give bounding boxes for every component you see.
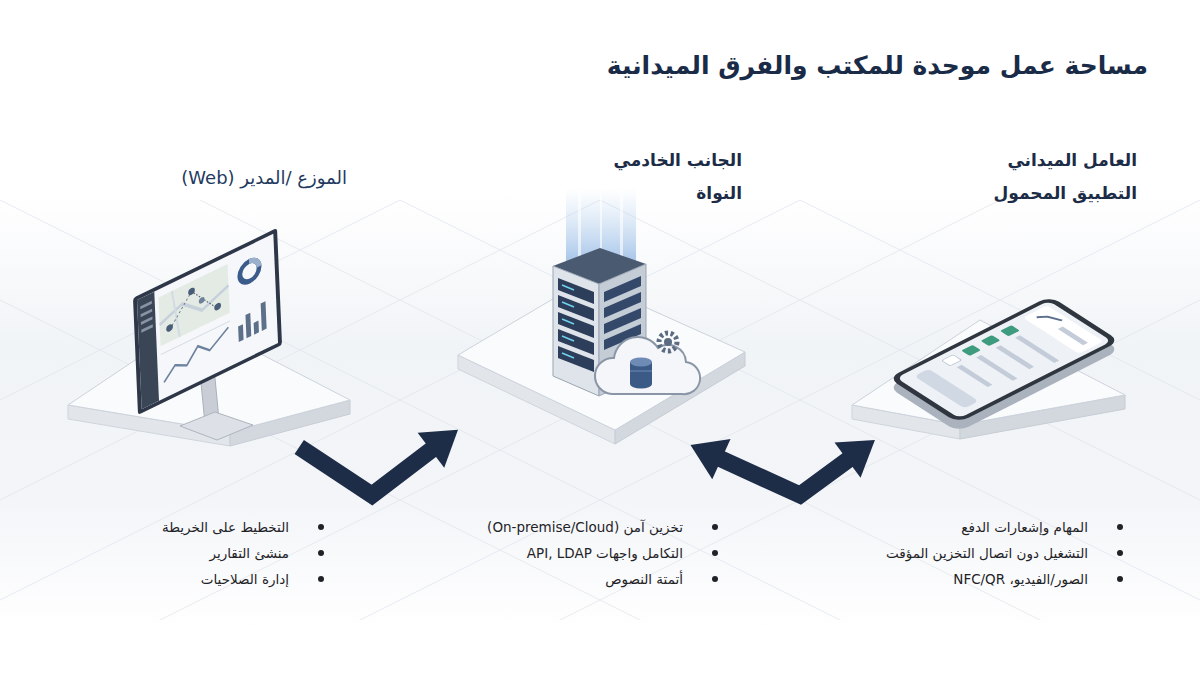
- bullet-dot: [318, 550, 324, 556]
- phone-illustration: [1058, 327, 1088, 346]
- phone-illustration: [1037, 311, 1062, 326]
- monitor-illustration: [158, 264, 229, 346]
- bullet-dot: [1117, 576, 1123, 582]
- arrow-shaft: [299, 444, 439, 495]
- server-illustration: [553, 188, 700, 396]
- node-heading: العامل الميداني: [1007, 149, 1137, 171]
- node-heading: الموزع /المدير (Web): [181, 166, 347, 190]
- monitor-illustration: [137, 292, 159, 410]
- monitor-illustration: [249, 257, 259, 271]
- bullet-item: تخزين آمن (On-premise/Cloud): [487, 518, 683, 536]
- diagram-title: مساحة عمل موحدة للمكتب والفرق الميدانية: [607, 50, 1148, 82]
- monitor-illustration: [133, 228, 282, 440]
- server-illustration: [630, 371, 652, 372]
- node-heading: التطبيق المحمول: [994, 182, 1138, 204]
- monitor-illustration: [141, 324, 153, 333]
- server-illustration: [595, 337, 700, 394]
- monitor-illustration: [239, 257, 259, 286]
- flow-arrow: [299, 430, 458, 495]
- server-illustration: [558, 346, 594, 372]
- floor-grid: [700, 200, 1200, 620]
- server-illustration: [562, 285, 574, 290]
- phone-illustration: [888, 296, 1120, 423]
- arrow-head: [835, 440, 875, 478]
- node-heading: الجانب الخادمي: [614, 149, 742, 171]
- monitor-illustration: [133, 228, 282, 415]
- server-illustration: [553, 266, 599, 396]
- floor-grid: [0, 200, 500, 620]
- floor-grid: [300, 200, 1200, 620]
- flow-arrow: [690, 439, 874, 495]
- monitor-illustration: [180, 412, 253, 440]
- monitor-illustration: [141, 316, 153, 325]
- arrow-head: [690, 439, 730, 479]
- arrow-shaft: [712, 454, 856, 495]
- monitor-illustration: [140, 301, 152, 310]
- monitor-illustration: [159, 281, 229, 330]
- monitor-illustration: [133, 228, 282, 415]
- floor-grid: [0, 200, 1200, 620]
- phone-illustration: [942, 355, 962, 366]
- phone-illustration: [976, 355, 1017, 381]
- phone-illustration: [996, 345, 1034, 369]
- bullet-dot: [1117, 524, 1123, 530]
- monitor-illustration: [166, 323, 173, 333]
- monitor-illustration: [163, 327, 229, 382]
- monitor-illustration: [161, 320, 230, 355]
- monitor-illustration: [199, 296, 205, 305]
- monitor-illustration: [137, 234, 278, 410]
- monitor-illustration: [168, 279, 217, 332]
- server-illustration: [630, 358, 652, 367]
- server-illustration: [664, 338, 672, 346]
- phone-illustration: [896, 301, 1111, 419]
- server-illustration: [562, 302, 574, 307]
- monitor-illustration: [245, 313, 251, 339]
- bullet-item: الصور/الفيديو، NFC/QR: [953, 570, 1088, 588]
- monitor-illustration: [141, 309, 153, 318]
- bullet-item: المهام وإشعارات الدفع: [961, 518, 1088, 536]
- monitor-illustration: [238, 324, 243, 342]
- bullet-item: التشغيل دون اتصال التخزين المؤقت: [886, 544, 1088, 562]
- server-illustration: [562, 319, 574, 324]
- server-illustration: [659, 333, 677, 351]
- bullet-item: إدارة الصلاحيات: [201, 570, 289, 588]
- server-illustration: [562, 353, 574, 358]
- phone-illustration: [914, 369, 979, 409]
- background-band: [0, 190, 1200, 630]
- arrow-head: [418, 430, 458, 468]
- phone-illustration: [888, 296, 1120, 432]
- phone-illustration: [888, 296, 1120, 423]
- node-heading: النواة: [696, 182, 742, 204]
- bullet-dot: [318, 524, 324, 530]
- bullet-dot: [712, 524, 718, 530]
- phone-illustration: [1000, 325, 1020, 336]
- bullet-item: أتمتة النصوص: [605, 570, 683, 588]
- bullet-item: التكامل واجهات API, LDAP: [527, 544, 683, 562]
- floor-grid: [0, 200, 900, 620]
- bullet-dot: [1117, 550, 1123, 556]
- monitor-illustration: [261, 301, 267, 331]
- monitor-illustration: [188, 286, 195, 296]
- server-illustration: [630, 380, 652, 389]
- floor-grid: [0, 200, 900, 620]
- bullet-dot: [318, 576, 324, 582]
- bullet-dot: [712, 576, 718, 582]
- bullet-item: التخطيط على الخريطة: [162, 518, 289, 536]
- phone-illustration: [981, 335, 1001, 346]
- phone-illustration: [957, 365, 993, 387]
- bullet-item: منشئ التقارير: [210, 544, 290, 562]
- phone-illustration: [961, 345, 981, 356]
- monitor-illustration: [254, 321, 259, 335]
- monitor-illustration: [172, 288, 180, 340]
- monitor-illustration: [214, 302, 221, 312]
- bullet-dot: [712, 550, 718, 556]
- floor-grid: [300, 200, 1200, 620]
- server-illustration: [562, 336, 574, 341]
